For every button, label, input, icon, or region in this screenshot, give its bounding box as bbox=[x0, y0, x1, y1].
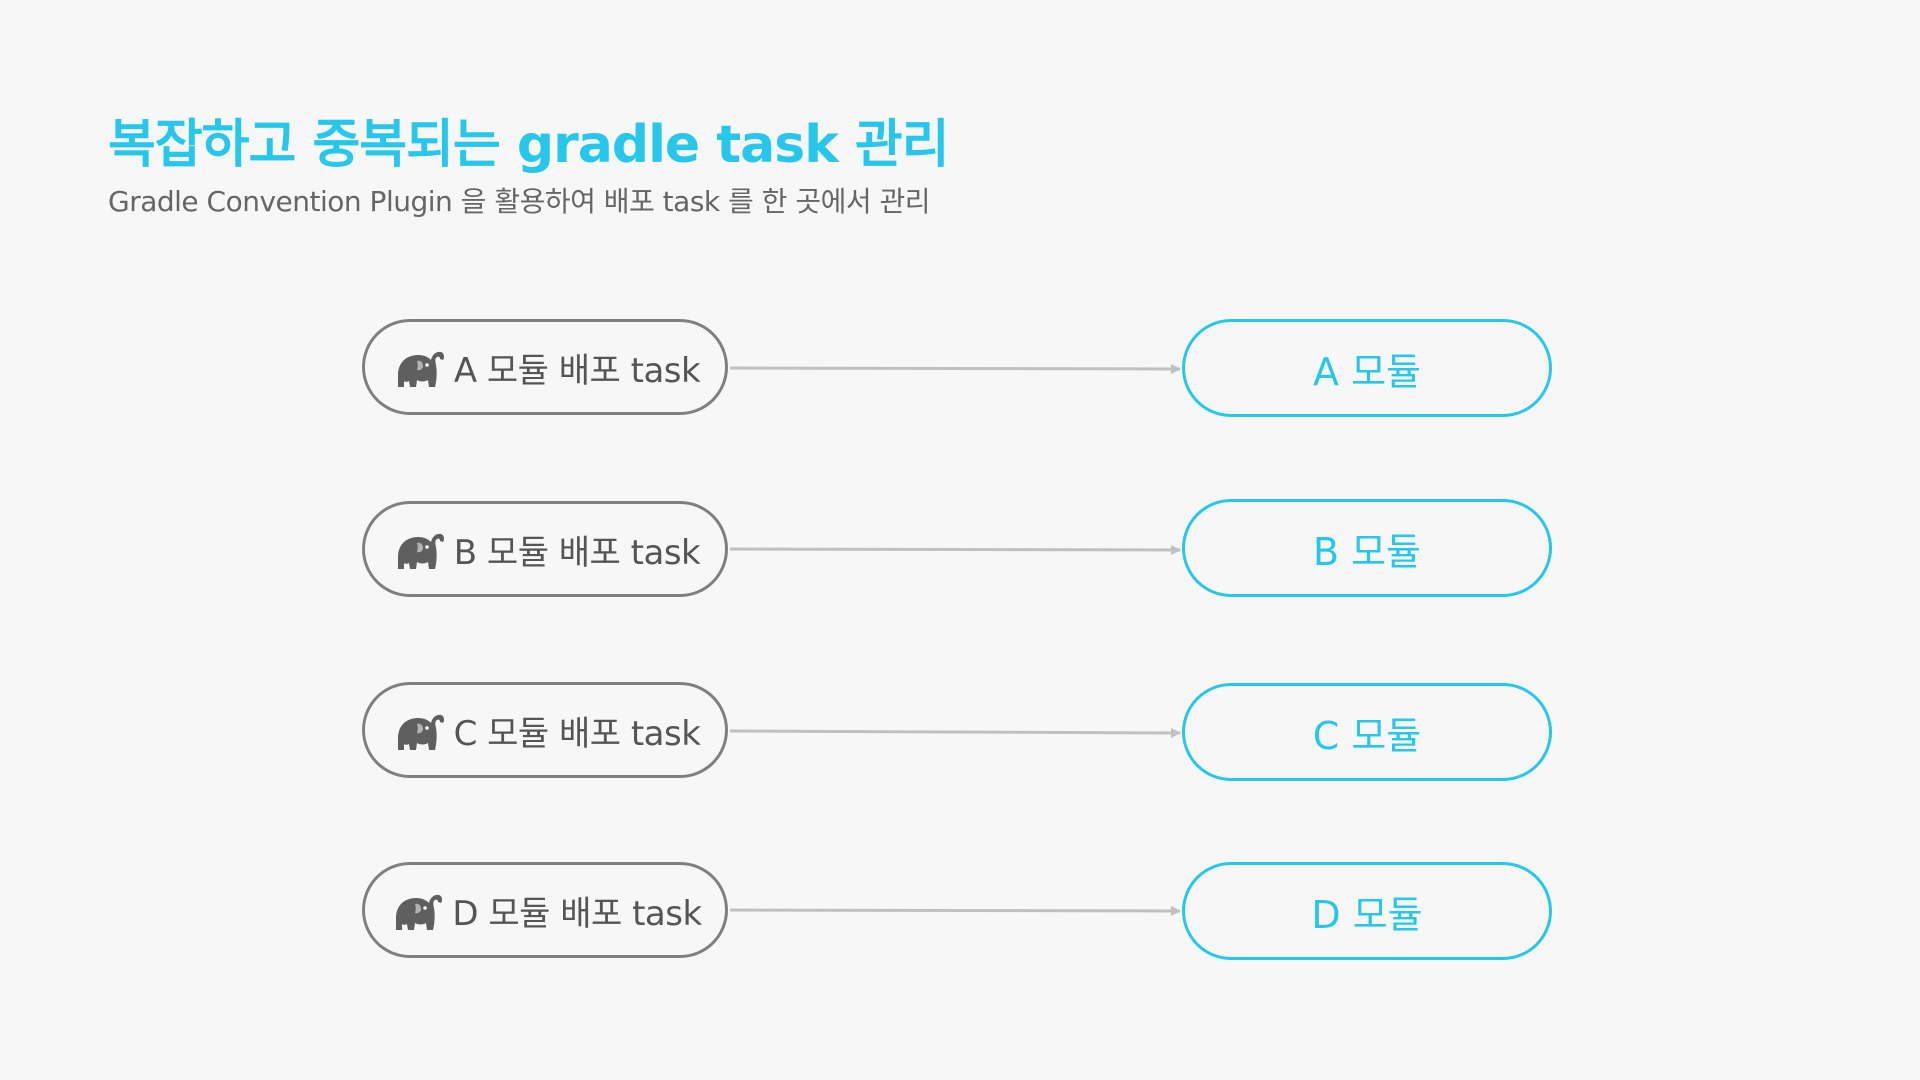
module-label: C 모듈 bbox=[1312, 713, 1422, 758]
gradle-elephant-icon bbox=[390, 527, 446, 571]
gradle-elephant-icon bbox=[388, 888, 444, 932]
page-title: 복잡하고 중복되는 gradle task 관리 bbox=[108, 115, 950, 175]
task-label: D 모듈 배포 task bbox=[452, 893, 702, 934]
module-label: D 모듈 bbox=[1311, 892, 1423, 937]
module-node-a: A 모듈 bbox=[1182, 319, 1552, 417]
gradle-elephant-icon bbox=[390, 708, 446, 752]
task-label: C 모듈 배포 task bbox=[453, 713, 701, 754]
arrow-b bbox=[729, 544, 1181, 555]
module-node-b: B 모듈 bbox=[1182, 499, 1552, 597]
module-node-c: C 모듈 bbox=[1182, 683, 1552, 781]
task-node-a: A 모듈 배포 task bbox=[362, 319, 728, 415]
arrow-a bbox=[729, 363, 1181, 374]
arrow-d bbox=[729, 905, 1181, 916]
task-node-b: B 모듈 배포 task bbox=[362, 501, 728, 597]
arrow-c bbox=[729, 727, 1181, 738]
task-node-c: C 모듈 배포 task bbox=[362, 682, 728, 778]
task-label: A 모듈 배포 task bbox=[453, 350, 701, 391]
gradle-elephant-icon bbox=[390, 345, 446, 389]
module-node-d: D 모듈 bbox=[1182, 862, 1552, 960]
task-label: B 모듈 배포 task bbox=[453, 532, 701, 573]
module-label: A 모듈 bbox=[1313, 349, 1421, 394]
task-node-d: D 모듈 배포 task bbox=[362, 862, 728, 958]
module-label: B 모듈 bbox=[1312, 529, 1422, 574]
page-subtitle: Gradle Convention Plugin 을 활용하여 배포 task … bbox=[108, 185, 931, 218]
